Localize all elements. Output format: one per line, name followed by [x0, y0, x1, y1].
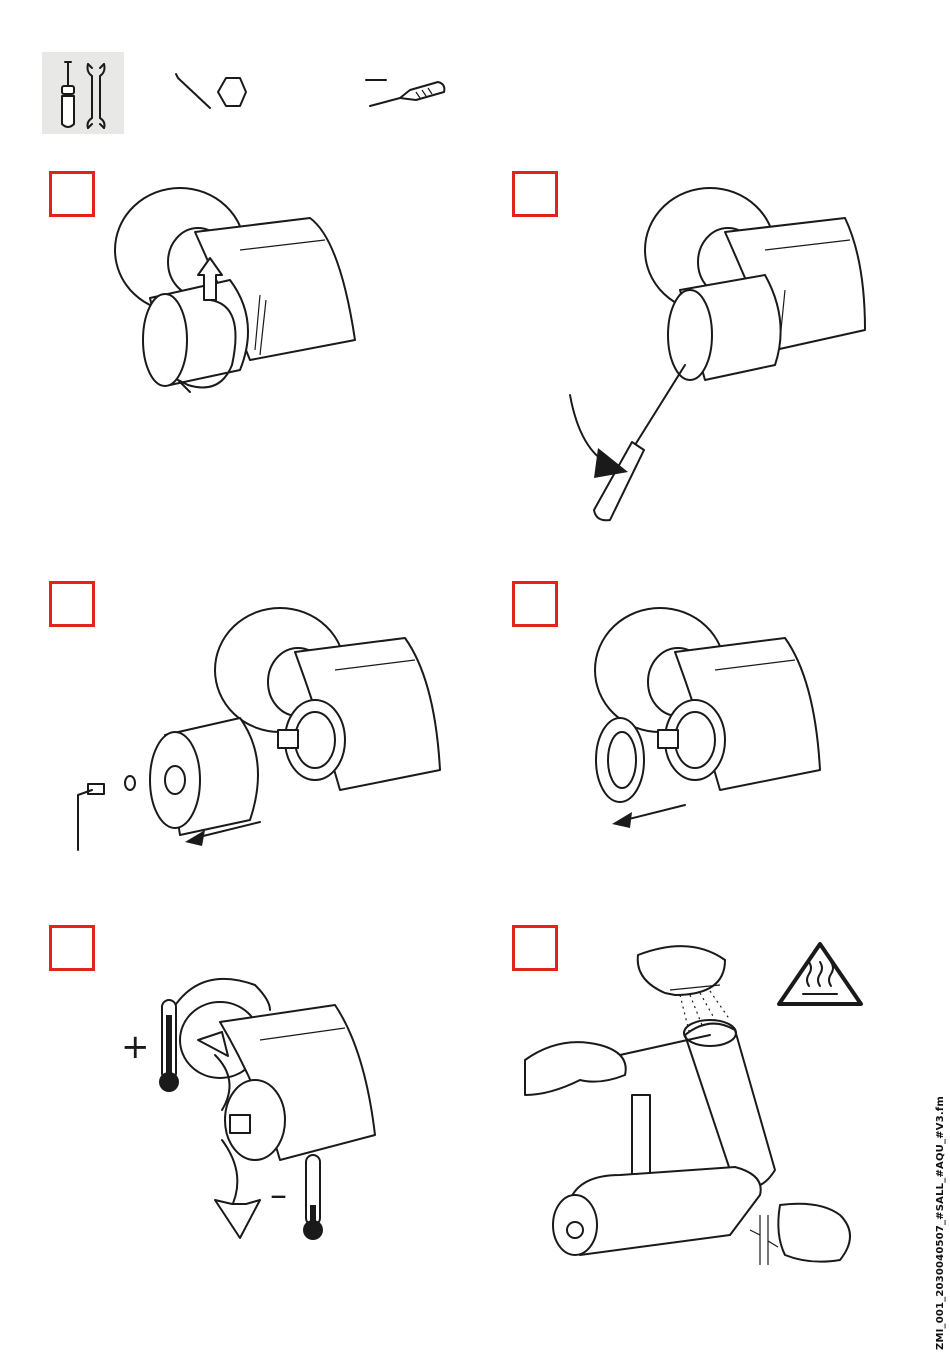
remove-stop-ring-illustration: [580, 600, 840, 830]
step-5-box: [49, 925, 95, 971]
hot-surface-warning-icon: [775, 940, 865, 1010]
pry-cap-screwdriver-illustration: [540, 180, 870, 530]
thermometer-icon: [159, 1000, 179, 1092]
document-reference: ZMI_001_2030040507_#SALL_#AQU_#V3.fm: [935, 1096, 946, 1350]
hex-key-icon: [170, 70, 250, 115]
adjust-temperature-illustration: [110, 960, 390, 1250]
rotate-handle-illustration: [110, 180, 370, 410]
step-4-box: [512, 581, 558, 627]
minus-sign: –: [270, 1178, 287, 1212]
screwdriver-wrench-icon: [42, 52, 124, 134]
flat-screwdriver-icon: [360, 68, 455, 113]
step-1-box: [49, 171, 95, 217]
tools-tile: [42, 52, 124, 134]
thermometer-icon: [303, 1155, 323, 1240]
remove-handle-hex-key-illustration: [70, 600, 450, 860]
plus-sign: +: [121, 1030, 150, 1064]
